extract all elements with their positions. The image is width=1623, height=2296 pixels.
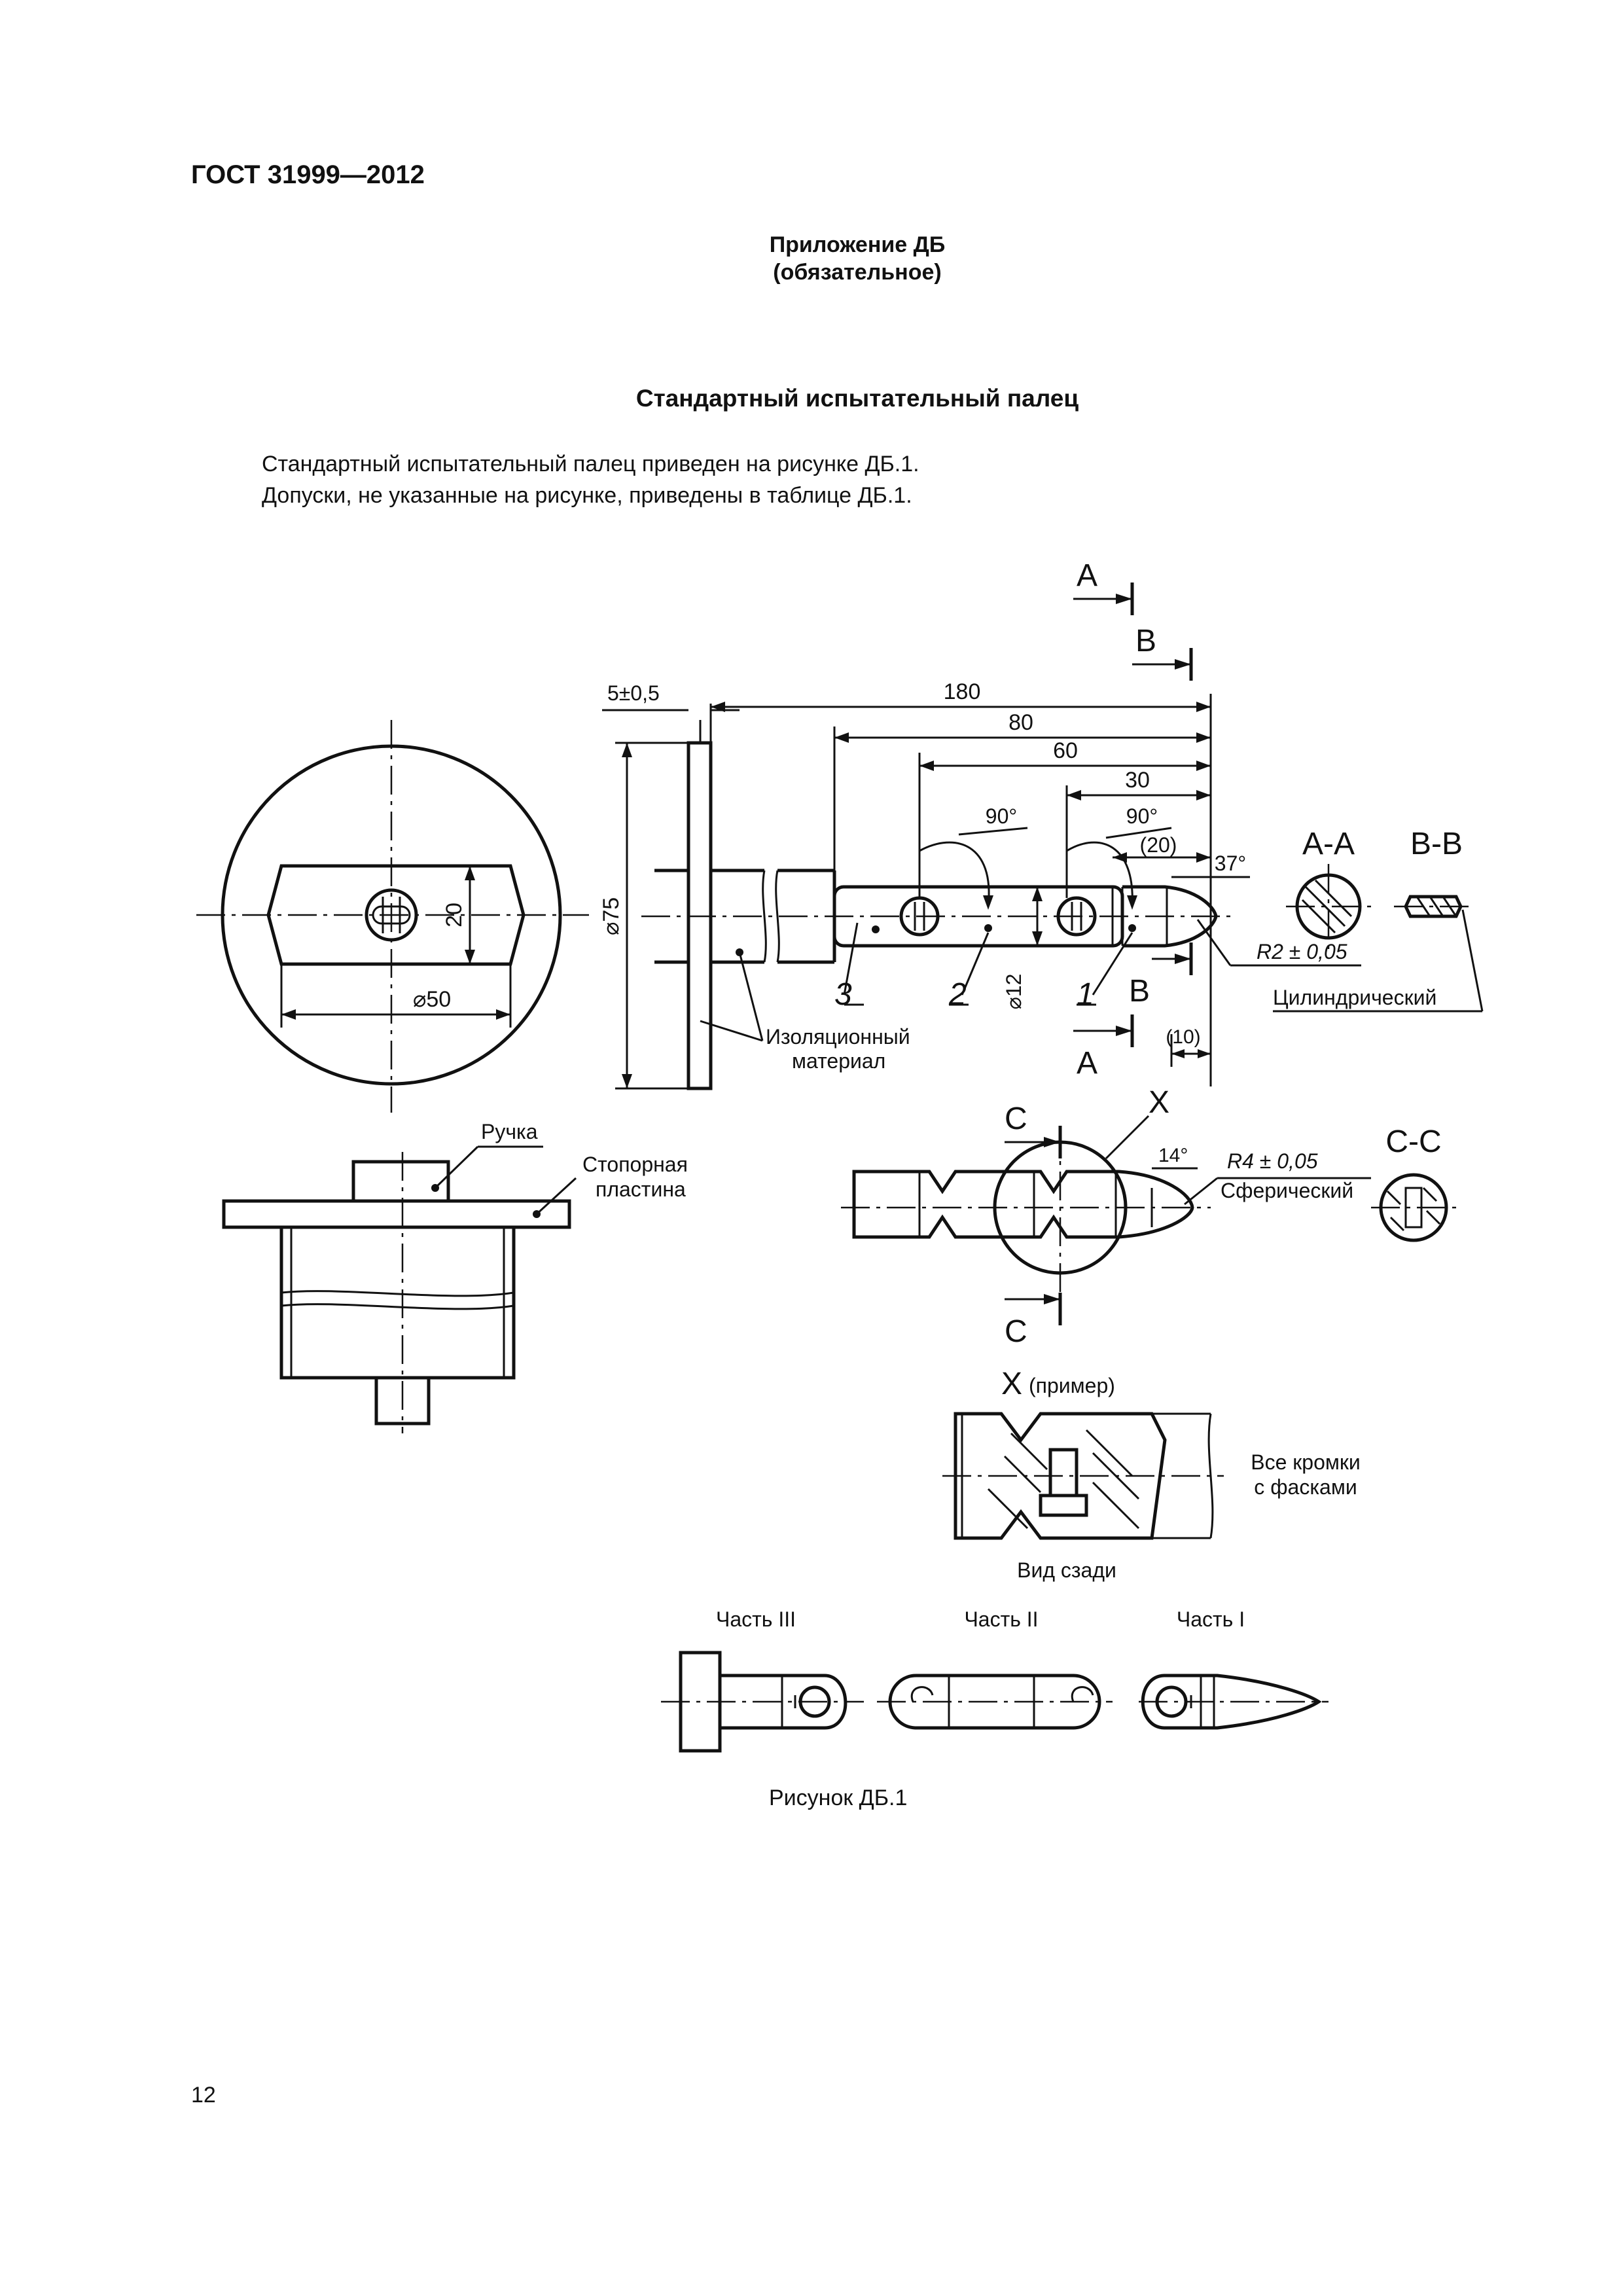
label-part-1: Часть I xyxy=(1177,1607,1245,1631)
section-mark-a-bottom: А xyxy=(1077,1046,1097,1081)
parts-row: Часть III Часть II Часть I xyxy=(661,1607,1329,1753)
detail-x-title-note: (пример) xyxy=(1029,1374,1115,1397)
paragraph-2: Допуски, не указанные на рисунке, привед… xyxy=(262,483,912,508)
label-cylindrical: Цилиндрический xyxy=(1273,986,1436,1009)
part-number-1: 1 xyxy=(1077,977,1094,1012)
label-part-2: Часть II xyxy=(964,1607,1038,1631)
joint-view: С С Х 14° R4 ± 0,05 Сферический С-С xyxy=(841,1085,1456,1349)
dim-total-length: 180 xyxy=(944,679,981,704)
dim-angle-90-a: 90° xyxy=(986,804,1017,828)
label-stop-plate-1: Стопорная xyxy=(582,1153,688,1176)
dim-len-30: 30 xyxy=(1125,768,1150,793)
dim-plate-dia: ⌀75 xyxy=(599,897,624,935)
dim-finger-dia: ⌀12 xyxy=(1002,974,1026,1010)
dim-tip-r4: R4 ± 0,05 xyxy=(1227,1149,1318,1173)
insulation-label-2: материал xyxy=(792,1049,885,1073)
detail-mark-x: Х xyxy=(1149,1085,1169,1120)
dim-handle-h: 20 xyxy=(442,903,467,927)
section-mark-b-bottom: В xyxy=(1129,974,1150,1009)
part-number-2: 2 xyxy=(948,977,967,1012)
label-spherical: Сферический xyxy=(1221,1179,1353,1202)
dim-handle-dia: ⌀50 xyxy=(413,987,451,1012)
sections-aa-bb: А-А В-В Цилиндрический xyxy=(1273,827,1484,1013)
detail-x-title-mark: Х xyxy=(1001,1367,1022,1401)
handle-view: Ручка Стопорная пластина xyxy=(222,1120,688,1433)
label-edges-2: с фасками xyxy=(1254,1475,1357,1499)
label-part-3: Часть III xyxy=(716,1607,796,1631)
dim-len-80: 80 xyxy=(1008,710,1033,735)
section-title-bb: В-В xyxy=(1410,827,1463,861)
dim-tip-r2: R2 ± 0,05 xyxy=(1257,940,1347,963)
section-mark-a-top: А xyxy=(1077,558,1097,593)
section-title-aa: А-А xyxy=(1302,827,1355,861)
side-view: ⌀75 5±0,5 180 xyxy=(599,558,1361,1090)
page-number: 12 xyxy=(191,2083,216,2108)
dim-plate-thickness: 5±0,5 xyxy=(607,681,660,705)
section-mark-c-top: С xyxy=(1005,1102,1027,1136)
dim-len-10: (10) xyxy=(1166,1026,1200,1048)
appendix-status: (обязательное) xyxy=(773,260,942,285)
section-title-cc: С-С xyxy=(1385,1124,1441,1159)
detail-x-view: Х (пример) Все кромки с фасками Вид сзад… xyxy=(942,1367,1361,1582)
insulation-label-1: Изоляционный xyxy=(766,1025,910,1049)
section-mark-b-top: В xyxy=(1135,624,1156,658)
figure-caption: Рисунок ДБ.1 xyxy=(769,1785,908,1810)
dim-angle-37: 37° xyxy=(1215,852,1246,875)
front-view: 20 ⌀50 xyxy=(196,720,589,1113)
label-edges-1: Все кромки xyxy=(1251,1450,1361,1474)
paragraph-1: Стандартный испытательный палец приведен… xyxy=(262,452,919,476)
section-title: Стандартный испытательный палец xyxy=(635,385,1079,412)
standard-header: ГОСТ 31999—2012 xyxy=(191,160,425,189)
label-handle: Ручка xyxy=(481,1120,538,1143)
dim-len-20: (20) xyxy=(1140,833,1177,857)
label-stop-plate-2: пластина xyxy=(596,1177,686,1201)
label-rear-view: Вид сзади xyxy=(1017,1558,1116,1582)
section-mark-c-bottom: С xyxy=(1005,1314,1027,1349)
dim-angle-14: 14° xyxy=(1158,1145,1188,1166)
part-number-3: 3 xyxy=(834,977,852,1012)
appendix-title: Приложение ДБ xyxy=(769,232,946,257)
dim-len-60: 60 xyxy=(1053,738,1078,763)
dim-angle-90-b: 90° xyxy=(1126,804,1158,828)
